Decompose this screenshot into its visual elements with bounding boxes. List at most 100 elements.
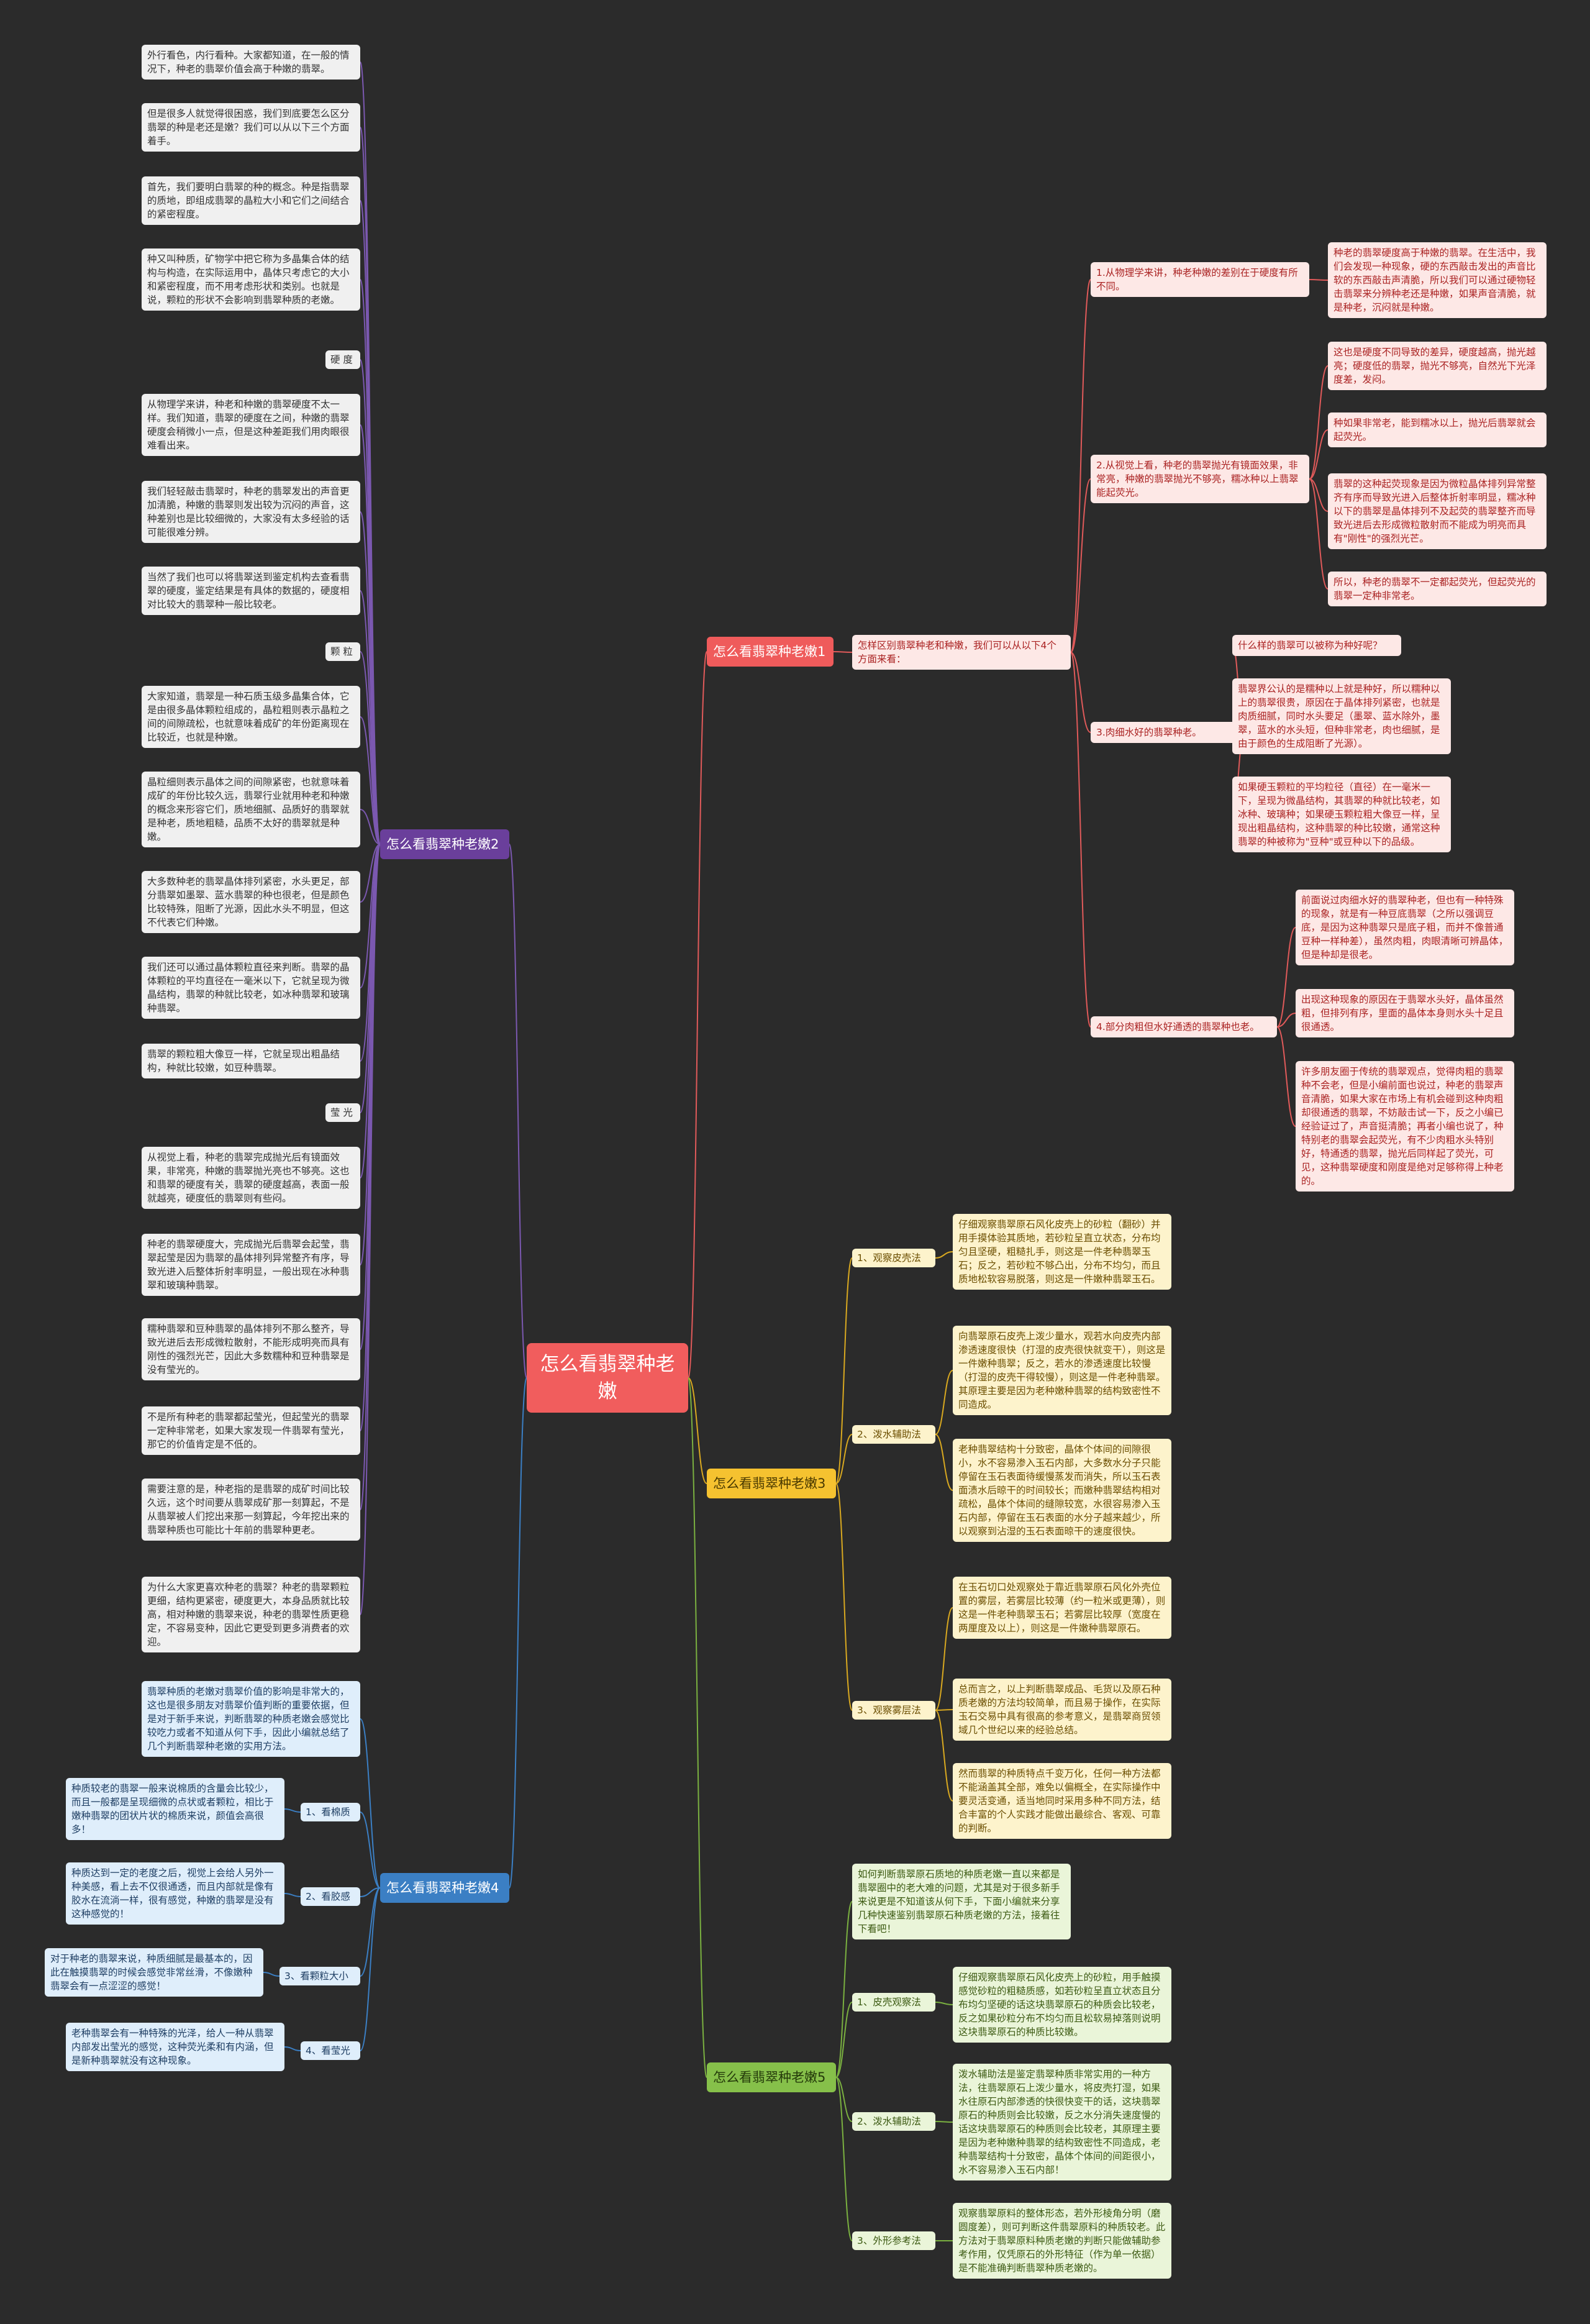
connector-branch-2-title-b2-item-9 [360,809,381,845]
connector-root-topic-branch-2-title [509,844,527,1378]
b1-p2-detail-2[interactable]: 种如果非常老，能到糯冰以上，抛光后翡翠就会起荧光。 [1328,412,1547,447]
connector-branch-2-title-b2-heading-grain [360,651,381,845]
connector-root-topic-branch-4-title [509,1377,527,1889]
b3-method-2[interactable]: 2、泼水辅助法 [852,1425,935,1444]
b2-item-8[interactable]: 大家知道，翡翠是一种石质玉级多晶集合体，它是由很多晶体颗粒组成的，晶粒粗则表示晶… [142,686,360,748]
b2-item-6[interactable]: 我们轻轻敲击翡翠时，种老的翡翠发出的声音更加清脆，种嫩的翡翠则发出较为沉闷的声音… [142,481,360,543]
connector-b4-method-1-b4-m1-detail [284,1808,301,1813]
connector-b1-point-2-b1-p2-detail-1 [1309,365,1329,480]
connector-b4-method-2-b4-m2-detail [284,1893,301,1897]
b4-method-1[interactable]: 1、看棉质 [301,1803,360,1821]
connector-b1-point-2-b1-p2-detail-3 [1309,478,1329,512]
b1-p4-detail-3[interactable]: 许多朋友圈于传统的翡翠观点，觉得肉粗的翡翠种不会老，但是小编前面也说过，种老的翡… [1296,1061,1514,1192]
connector-b5-method-1-b5-m1-detail [935,2002,953,2005]
b4-method-3[interactable]: 3、看颗粒大小 [279,1967,360,1985]
b2-item-11[interactable]: 我们还可以通过晶体颗粒直径来判断。翡翠的晶体颗粒的平均直径在一毫米以下，它就呈现… [142,957,360,1019]
b3-m2-detail-2[interactable]: 老种翡翠结构十分致密，晶体个体间的间隙很小，水不容易渗入玉石内部，大多数水分子只… [953,1439,1171,1542]
b4-m2-detail[interactable]: 种质达到一定的老度之后，视觉上会给人另外一种美感，看上去不仅很通透，而且内部就是… [66,1862,284,1925]
b2-item-12[interactable]: 翡翠的颗粒粗大像豆一样，它就呈现出粗晶结构，种就比较嫩，如豆种翡翠。 [142,1044,360,1078]
branch-1-intro[interactable]: 怎样区别翡翠种老和种嫩，我们可以从以下4个方面来看： [852,635,1071,670]
b2-item-10[interactable]: 大多数种老的翡翠晶体排列紧密，水头更足，部分翡翠如墨翠、蓝水翡翠的种也很老，但是… [142,871,360,933]
connector-b1-point-2-b1-p2-detail-2 [1309,429,1329,480]
connector-b4-method-3-b4-m3-detail [263,1972,280,1977]
b4-m4-detail[interactable]: 老种翡翠会有一种特殊的光泽，给人一种从翡翠内部发出莹光的感觉，这种荧光柔和有内涵… [66,2023,284,2071]
b2-item-4[interactable]: 种又叫种质，矿物学中把它称为多晶集合体的结构与构造，在实际运用中，晶体只考虑它的… [142,248,360,311]
b2-item-17[interactable]: 需要注意的是，种老指的是翡翠的成矿时间比较久远，这个时间要从翡翠成矿那一刻算起，… [142,1479,360,1541]
b5-intro[interactable]: 如何判断翡翠原石质地的种质老嫩一直以来都是翡翠圈中的老大难的问题，尤其是对于很多… [852,1864,1071,1939]
b2-heading-fluorescence[interactable]: 莹 光 [325,1103,360,1122]
b5-m3-detail[interactable]: 观察翡翠原料的整体形态，若外形棱角分明（磨圆度差），则可判断这件翡翠原料的种质较… [953,2203,1171,2279]
b4-m1-detail[interactable]: 种质较老的翡翠一般来说棉质的含量会比较少，而且一般都是呈现细微的点状或者颗粒，相… [66,1778,284,1840]
connector-branch-5-title-b5-method-1 [835,2002,853,2078]
b4-method-4[interactable]: 4、看莹光 [301,2041,360,2060]
connector-b4-method-4-b4-m4-detail [284,2046,301,2051]
b1-p2-detail-3[interactable]: 翡翠的这种起荧现象是因为微粒晶体排列异常整齐有序而导致光进入后整体折射率明显，糯… [1328,473,1547,549]
connector-root-topic-branch-3-title [688,1377,707,1484]
b1-p2-detail-4[interactable]: 所以，种老的翡翠不一定都起荧光，但起荧光的翡翠一定种非常老。 [1328,572,1547,606]
b2-item-5[interactable]: 从物理学来讲，种老和种嫩的翡翠硬度不太一样。我们知道，翡翠的硬度在之间，种嫩的翡… [142,394,360,456]
connector-branch-1-intro-b1-point-4 [1070,652,1091,1028]
connector-branch-3-title-b3-method-3 [835,1483,853,1711]
branch-5-title[interactable]: 怎么看翡翠种老嫩5 [707,2062,836,2092]
connector-branch-1-intro-b1-point-1 [1070,279,1091,653]
connector-branch-2-title-b2-item-11 [360,844,381,988]
b3-m2-detail-1[interactable]: 向翡翠原石皮壳上泼少量水，观若水向皮壳内部渗透速度很快（打湿的皮壳很快就变干），… [953,1326,1171,1415]
b2-item-7[interactable]: 当然了我们也可以将翡翠送到鉴定机构去查看翡翠的硬度，鉴定结果是有具体的数据的，硬… [142,567,360,615]
b1-point-4[interactable]: 4.部分肉粗但水好通透的翡翠种也老。 [1091,1016,1277,1037]
b1-p4-detail-2[interactable]: 出现这种现象的原因在于翡翠水头好，晶体虽然粗，但排列有序，里面的晶体本身则水头十… [1296,989,1514,1037]
b1-point-3[interactable]: 3.肉细水好的翡翠种老。 [1091,722,1245,743]
b2-item-1[interactable]: 外行看色，内行看种。大家都知道，在一般的情况下，种老的翡翠价值会高于种嫩的翡翠。 [142,45,360,80]
connector-root-topic-branch-5-title [688,1377,707,2078]
connector-b3-method-1-b3-m1-detail-1 [935,1251,953,1259]
connector-branch-4-title-b4-method-1 [360,1811,381,1889]
b4-intro[interactable]: 翡翠种质的老嫩对翡翠价值的影响是非常大的，这也是很多朋友对翡翠价值判断的重要依据… [142,1681,360,1757]
connector-b1-point-2-b1-p2-detail-4 [1309,478,1329,590]
b3-m3-detail-1[interactable]: 在玉石切口处观察处于靠近翡翠原石风化外壳位置的雾层，若雾层比较薄（约一粒米或更薄… [953,1577,1171,1639]
b3-m1-detail-1[interactable]: 仔细观察翡翠原石风化皮壳上的砂粒（翻砂）并用手摸体验其质地，若砂粒呈直立状态，分… [953,1214,1171,1290]
b5-m1-detail[interactable]: 仔细观察翡翠原石风化皮壳上的砂粒，用手触摸感觉砂粒的粗糙质感，如若砂粒呈直立状态… [953,1967,1171,2043]
connector-branch-2-title-b2-item-18 [360,844,381,1615]
branch-4-title[interactable]: 怎么看翡翠种老嫩4 [380,1873,509,1903]
b2-heading-hardness[interactable]: 硬 度 [325,350,360,369]
b4-m3-detail[interactable]: 对于种老的翡翠来说，种质细腻是最基本的，因此在触摸翡翠的时候会感觉非常丝滑，不像… [45,1948,263,1997]
b1-p3-detail-1[interactable]: 什么样的翡翠可以被称为种好呢？ [1232,635,1401,656]
branch-1-title[interactable]: 怎么看翡翠种老嫩1 [707,637,834,667]
b5-m2-detail[interactable]: 泼水辅助法是鉴定翡翠种质非常实用的一种方法，往翡翠原石上泼少量水，将皮壳打湿，如… [953,2064,1171,2180]
b5-method-2[interactable]: 2、泼水辅助法 [852,2112,935,2131]
b2-item-9[interactable]: 晶粒细则表示晶体之间的间隙紧密，也就意味着成矿的年份比较久远，翡翠行业就用种老和… [142,772,360,847]
b3-method-1[interactable]: 1、观察皮壳法 [852,1249,935,1267]
b5-method-3[interactable]: 3、外形参考法 [852,2231,935,2250]
b2-item-13[interactable]: 从视觉上看，种老的翡翠完成抛光后有镜面效果，非常亮，种嫩的翡翠抛光亮也不够亮。这… [142,1147,360,1209]
root-topic[interactable]: 怎么看翡翠种老嫩 [527,1343,688,1413]
connector-branch-5-title-b5-method-3 [835,2077,853,2241]
connector-b1-point-4-b1-p4-detail-2 [1276,1013,1296,1028]
b2-item-16[interactable]: 不是所有种老的翡翠都起莹光，但起莹光的翡翠一定种非常老，如果大家发现一件翡翠有莹… [142,1406,360,1455]
b2-item-18[interactable]: 为什么大家更喜欢种老的翡翠？种老的翡翠颗粒更细，结构更紧密，硬度更大，本身品质就… [142,1577,360,1652]
b2-heading-grain[interactable]: 颗 粒 [325,642,360,661]
b2-item-14[interactable]: 种老的翡翠硬度大，完成抛光后翡翠会起莹，翡翠起莹是因为翡翠的晶体排列异常整齐有序… [142,1234,360,1296]
b1-p4-detail-1[interactable]: 前面说过肉细水好的翡翠种老，但也有一种特殊的现象，就是有一种豆底翡翠（之所以强调… [1296,890,1514,965]
b4-method-2[interactable]: 2、看胶感 [301,1887,360,1906]
b2-item-2[interactable]: 但是很多人就觉得很困惑，我们到底要怎么区分翡翠的种是老还是嫩？我们可以从以下三个… [142,103,360,152]
b2-item-15[interactable]: 糯种翡翠和豆种翡翠的晶体排列不那么整齐，导致光进后去形成微粒散射，不能形成明亮而… [142,1318,360,1380]
b3-method-3[interactable]: 3、观察雾层法 [852,1701,935,1720]
b1-p3-detail-3[interactable]: 如果硬玉颗粒的平均粒径（直径）在一毫米一下，呈现为微晶结构，其翡翠的种就比较老，… [1232,777,1451,852]
b1-p1-detail-1[interactable]: 种老的翡翠硬度高于种嫩的翡翠。在生活中，我们会发现一种现象，硬的东西敲击发出的声… [1328,242,1547,318]
connector-branch-3-title-b3-method-1 [835,1257,853,1484]
connector-branch-5-title-b5-method-2 [835,2077,853,2122]
connector-branch-2-title-b2-item-8 [360,716,381,845]
connector-branch-4-title-b4-method-4 [360,1887,381,2051]
b3-m3-detail-2[interactable]: 总而言之，以上判断翡翠成品、毛货以及原石种质老嫩的方法均较简单，而且易于操作，在… [953,1679,1171,1741]
b2-item-3[interactable]: 首先，我们要明白翡翠的种的概念。种是指翡翠的质地，即组成翡翠的晶粒大小和它们之间… [142,176,360,225]
b1-p3-detail-2[interactable]: 翡翠界公认的是糯种以上就是种好，所以糯种以上的翡翠很贵，原因在于晶体排列紧密，也… [1232,678,1451,754]
connector-branch-1-intro-b1-point-3 [1070,652,1091,733]
b1-p2-detail-1[interactable]: 这也是硬度不同导致的差异，硬度越高，抛光越亮；硬度低的翡翠，抛光不够亮，自然光下… [1328,342,1547,390]
b1-point-2[interactable]: 2.从视觉上看，种老的翡翠抛光有镜面效果，非常亮，种嫩的翡翠抛光不够亮，糯冰种以… [1091,455,1309,503]
b5-method-1[interactable]: 1、皮壳观察法 [852,1993,935,2012]
b1-point-1[interactable]: 1.从物理学来讲，种老种嫩的差别在于硬度有所不同。 [1091,262,1309,297]
branch-3-title[interactable]: 怎么看翡翠种老嫩3 [707,1469,836,1498]
b3-m3-detail-3[interactable]: 然而翡翠的种质特点千变万化，任何一种方法都不能涵盖其全部，难免以偏概全，在实际操… [953,1763,1171,1839]
connector-b3-method-3-b3-m3-detail-3 [935,1710,953,1802]
branch-2-title[interactable]: 怎么看翡翠种老嫩2 [380,829,509,859]
